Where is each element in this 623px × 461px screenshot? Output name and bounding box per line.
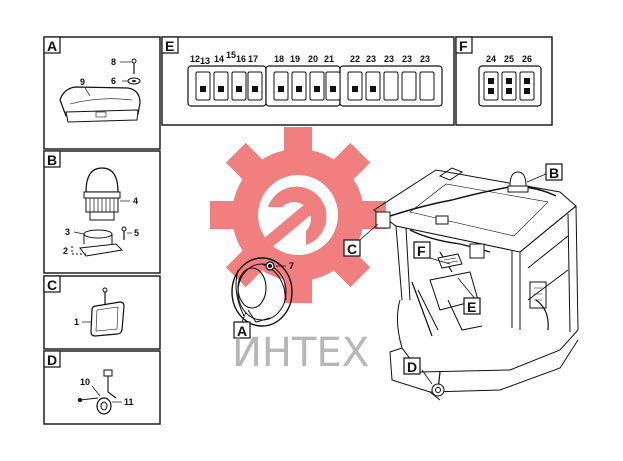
switch-number: 21 xyxy=(324,54,334,64)
panel-f-letter: F xyxy=(459,38,468,54)
switch-number: 20 xyxy=(308,54,318,64)
callout-9: 9 xyxy=(80,77,85,87)
truck-callout-a: A xyxy=(237,323,247,339)
panel-c: C 1 xyxy=(43,275,161,350)
switch-number: 23 xyxy=(420,54,430,64)
panel-c-letter: C xyxy=(47,277,57,293)
switch-number: 12 xyxy=(190,54,200,64)
rocker-switch xyxy=(365,71,381,101)
truck-callout-b: B xyxy=(549,165,559,181)
rocker-switch xyxy=(347,71,363,101)
switch-number: 22 xyxy=(350,54,360,64)
rocker-switch xyxy=(483,71,499,101)
leader-lines xyxy=(241,173,547,385)
panel-b-letter: B xyxy=(47,152,57,168)
rocker-switch xyxy=(309,71,325,101)
truck-callout-f: F xyxy=(417,243,426,259)
rocker-switch xyxy=(501,71,517,101)
switch-number: 23 xyxy=(384,54,394,64)
truck-callout-d: D xyxy=(407,359,417,375)
rocker-switch xyxy=(291,71,307,101)
panel-e-letter: E xyxy=(165,38,174,54)
switch-number: 15 xyxy=(226,50,236,60)
watermark-text: ИНТЕХ xyxy=(232,330,369,376)
truck-callouts: B C A F E D 7 xyxy=(233,163,563,375)
switch-number: 13 xyxy=(200,56,210,66)
panel-f-switches xyxy=(483,71,535,101)
switch-number: 19 xyxy=(290,54,300,64)
switch-number: 18 xyxy=(274,54,284,64)
panel-a: A 8 6 9 xyxy=(43,36,161,150)
forklift-cab xyxy=(373,167,579,401)
switch-number: 24 xyxy=(486,54,496,64)
rocker-switch xyxy=(519,71,535,101)
callout-11: 11 xyxy=(124,397,134,407)
switch-number: 23 xyxy=(402,54,412,64)
rocker-switch xyxy=(419,71,435,101)
callout-3: 3 xyxy=(65,227,70,237)
callout-10: 10 xyxy=(80,377,90,387)
truck-callout-e: E xyxy=(467,299,476,315)
rocker-switch xyxy=(195,71,211,101)
panel-e-switches xyxy=(195,71,435,101)
truck-callout-c: C xyxy=(347,241,357,257)
panel-b: B 4 3 5 2 xyxy=(43,150,161,274)
rocker-switch xyxy=(231,71,247,101)
callout-8: 8 xyxy=(111,57,116,67)
rocker-switch xyxy=(325,71,341,101)
rocker-switch xyxy=(247,71,263,101)
rocker-switch xyxy=(213,71,229,101)
steering-wheel xyxy=(231,257,293,327)
callout-4: 4 xyxy=(133,196,138,206)
switch-number: 23 xyxy=(366,54,376,64)
callout-5: 5 xyxy=(134,228,139,238)
switch-number: 17 xyxy=(248,54,258,64)
panel-f-switch-numbers: 24 25 26 xyxy=(486,54,532,64)
panel-d: D 10 11 xyxy=(43,350,161,425)
rocker-switch xyxy=(273,71,289,101)
panel-d-letter: D xyxy=(47,352,57,368)
panel-a-letter: A xyxy=(47,38,57,54)
panel-f: F 24 25 26 xyxy=(455,36,553,126)
switch-number: 26 xyxy=(522,54,532,64)
callout-7: 7 xyxy=(289,261,294,271)
rocker-switch xyxy=(383,71,399,101)
switch-number: 16 xyxy=(236,54,246,64)
callout-2: 2 xyxy=(63,246,68,256)
callout-6: 6 xyxy=(111,76,116,86)
switch-number: 14 xyxy=(214,54,224,64)
rocker-switch xyxy=(401,71,417,101)
callout-1: 1 xyxy=(74,317,79,327)
switch-number: 25 xyxy=(504,54,514,64)
